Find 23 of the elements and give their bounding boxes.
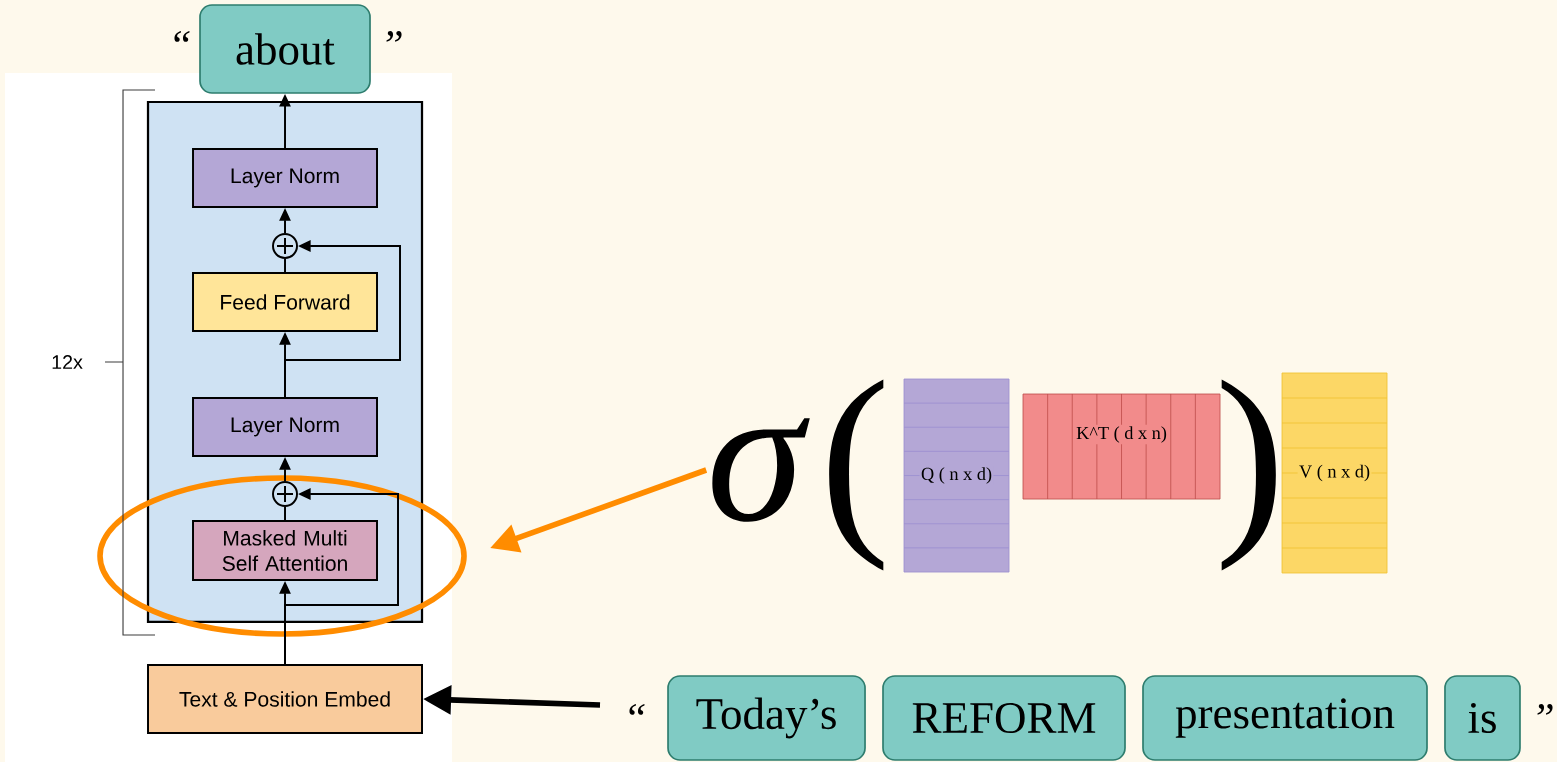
token-box: REFORM — [882, 675, 1126, 761]
quotation-mark: “ — [629, 703, 645, 715]
parenthesis: ) — [1221, 379, 1276, 571]
quotation-mark: ” — [386, 31, 402, 42]
arrow — [284, 488, 399, 665]
token-box: about — [199, 4, 371, 94]
arrow — [284, 240, 401, 398]
quotation-mark: “ — [174, 31, 190, 42]
layer-box: Masked Multi Self Attention — [192, 520, 378, 581]
token-box: is — [1444, 675, 1521, 761]
layer-box: Layer Norm — [192, 148, 378, 208]
matrix-grid: V ( n x d) — [1281, 372, 1388, 574]
quotation-mark: ” — [1537, 703, 1553, 715]
repeat-count: 12x — [52, 355, 83, 369]
matrix-grid: Q ( n x d) — [903, 378, 1010, 573]
token-box: presentation — [1142, 675, 1428, 761]
layer-box: Layer Norm — [192, 397, 378, 457]
layer-box: Feed Forward — [192, 272, 378, 332]
layer-box: Text & Position Embed — [147, 664, 423, 734]
token-box: Today’s — [667, 675, 866, 761]
matrix-grid: K^T ( d x n) — [1022, 393, 1221, 500]
sigma-symbol: σ — [712, 418, 810, 522]
parenthesis: ( — [829, 379, 884, 571]
